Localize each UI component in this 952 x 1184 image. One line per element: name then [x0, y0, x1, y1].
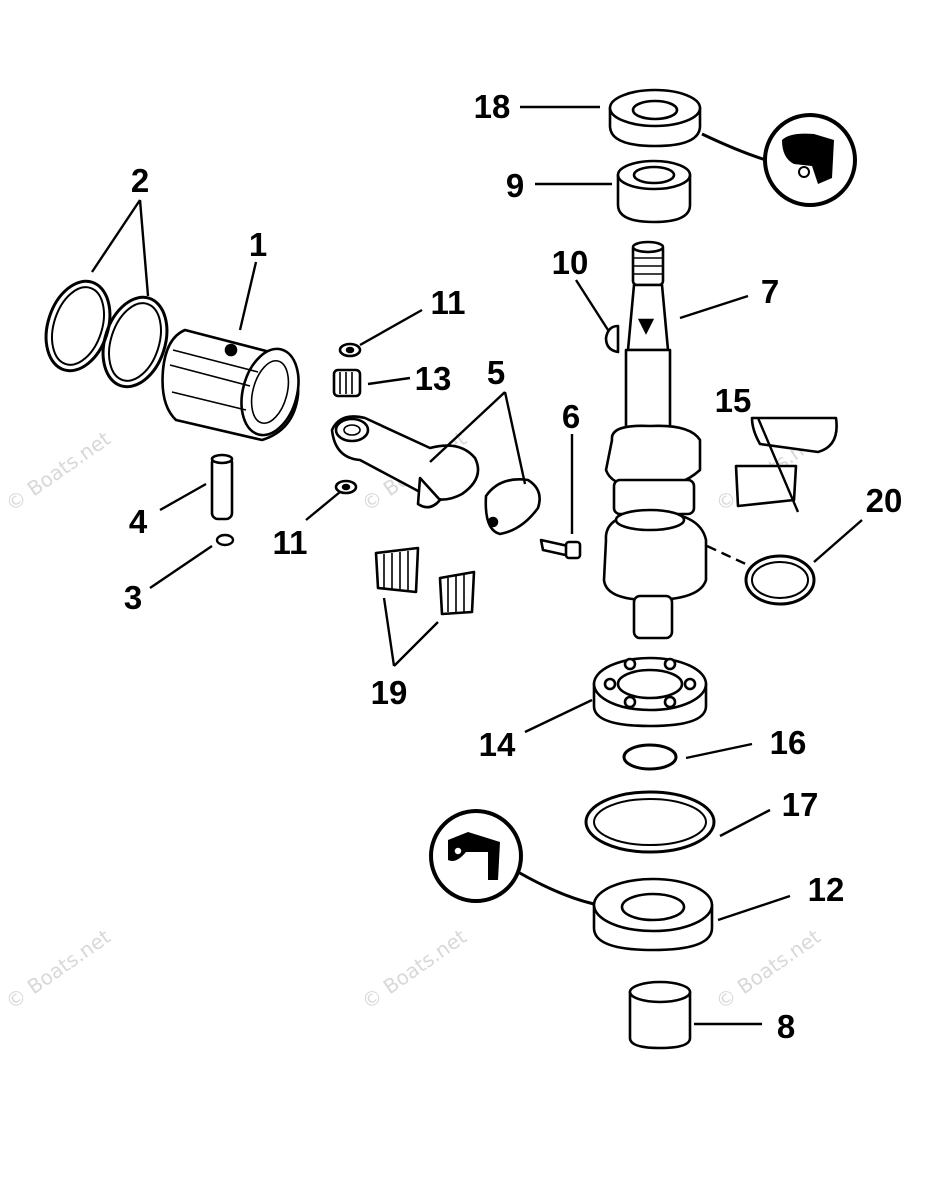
lower-ball-bearing [592, 656, 708, 728]
sealant-tube-icon [701, 113, 857, 207]
callout-1: 1 [249, 226, 267, 263]
callout-9: 9 [506, 167, 524, 204]
callout-6: 6 [562, 398, 580, 435]
callout-4: 4 [129, 503, 148, 540]
callout-16: 16 [770, 724, 807, 761]
callout-2: 2 [131, 162, 149, 199]
callout-5: 5 [487, 354, 505, 391]
callout-18: 18 [474, 88, 511, 125]
small-retaining-ring [622, 743, 678, 771]
sealant-tube-icon [429, 809, 595, 906]
wrist-pin [210, 453, 234, 521]
crankshaft [602, 240, 708, 640]
watermark: © Boats.net [1, 924, 115, 1014]
callout-17: 17 [782, 786, 819, 823]
callout-15: 15 [715, 382, 752, 419]
upper-bearing [616, 159, 692, 224]
callout-20: 20 [866, 482, 903, 519]
callout-11: 11 [431, 284, 466, 321]
bushing [628, 980, 692, 1050]
crank-ring [706, 544, 816, 606]
connecting-rod [330, 415, 541, 536]
large-retaining-ring [584, 790, 716, 854]
callout-11-lower: 11 [273, 524, 308, 561]
callout-12: 12 [808, 871, 845, 908]
callout-10: 10 [552, 244, 589, 281]
small-needle-bearing [332, 368, 362, 398]
callout-7: 7 [761, 273, 779, 310]
pin-clip [215, 533, 235, 547]
callout-14: 14 [479, 726, 516, 763]
callout-3: 3 [124, 579, 142, 616]
thrust-washers [334, 342, 362, 495]
needle-bearing-halves [374, 546, 476, 616]
callout-8: 8 [777, 1008, 795, 1045]
watermark: © Boats.net [711, 924, 825, 1014]
callout-labels: 2 1 4 3 11 13 5 11 6 10 7 18 9 15 20 19 … [124, 88, 903, 1045]
callout-13: 13 [415, 360, 452, 397]
watermark: © Boats.net [1, 426, 115, 516]
callout-19: 19 [371, 674, 408, 711]
rod-screw [539, 538, 582, 560]
watermark: © Boats.net [357, 924, 471, 1014]
lower-seal [592, 877, 714, 952]
piston-rings [44, 279, 169, 389]
leader-lines [91, 105, 863, 1026]
woodruff-key [604, 324, 620, 354]
upper-seal [608, 88, 702, 148]
piston [161, 328, 300, 442]
